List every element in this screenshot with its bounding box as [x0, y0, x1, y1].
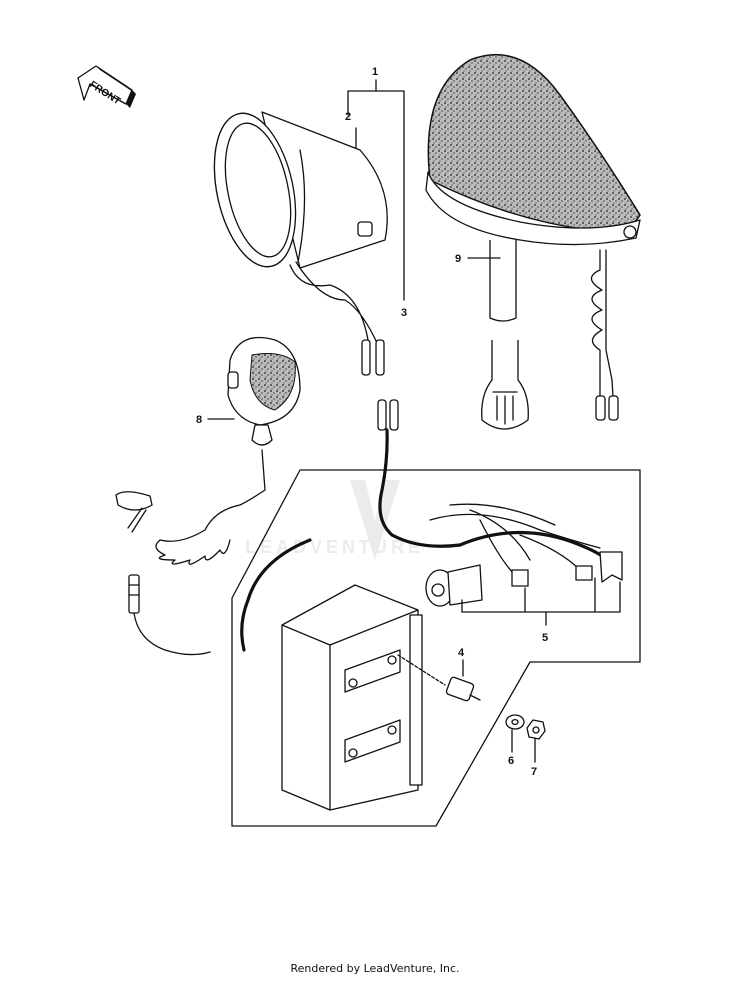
callout-8: 8	[196, 414, 202, 426]
callout-5: 5	[542, 632, 548, 644]
callout-2: 2	[345, 111, 351, 123]
control-box-group	[231, 469, 641, 827]
microphone-part	[115, 336, 301, 565]
plug-lead-part	[128, 574, 211, 656]
callout-6: 6	[508, 755, 514, 767]
callout-4: 4	[458, 647, 465, 659]
footer-credit: Rendered by LeadVenture, Inc.	[290, 962, 460, 975]
callout-1-bracket	[347, 79, 405, 301]
callout-3: 3	[401, 307, 407, 319]
speaker-part	[213, 111, 388, 376]
leadventure-watermark: LEADVENTURE	[245, 480, 424, 560]
callout-7: 7	[531, 766, 537, 778]
callout-1: 1	[372, 66, 378, 78]
dome-light-part	[425, 53, 641, 430]
cable-3	[377, 399, 462, 548]
watermark-text: LEADVENTURE	[245, 537, 424, 557]
callout-9: 9	[455, 253, 461, 265]
front-arrow-icon: FRONT	[77, 65, 136, 108]
leader-lines	[207, 127, 536, 763]
